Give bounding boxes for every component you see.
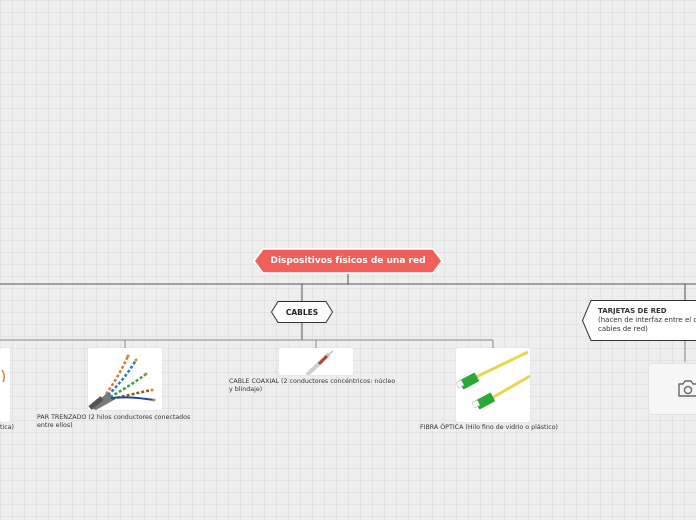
coaxial-caption: CABLE COAXIAL (2 conductores concéntrico…: [229, 378, 395, 394]
fibra-caption: FIBRA ÓPTICA (Hilo fino de vidrio o plás…: [420, 424, 558, 432]
root-node-title: Dispositivos físicos de una red: [253, 248, 443, 274]
camera-icon: [676, 379, 696, 399]
tarjetas-de-red-node[interactable]: TARJETAS DE RED (hacen de interfaz entre…: [582, 300, 696, 340]
coaxial-line2: y blindaje): [229, 386, 395, 394]
twisted-pair-image[interactable]: [88, 348, 162, 410]
cable-image-partial: [0, 348, 10, 422]
twisted-pair-cable-image: [88, 348, 162, 410]
par-trenzado-line1: PAR TRENZADO (2 hilos conductores conect…: [37, 414, 190, 422]
coaxial-cable-image: [279, 348, 353, 375]
tarjetas-node-text: TARJETAS DE RED (hacen de interfaz entre…: [598, 307, 696, 334]
par-trenzado-caption: PAR TRENZADO (2 hilos conductores conect…: [37, 414, 190, 430]
image-placeholder-card[interactable]: [648, 363, 696, 415]
tarjetas-title: TARJETAS DE RED: [598, 307, 696, 316]
par-trenzado-line2: entre ellos): [37, 422, 190, 430]
tarjetas-desc-line2: cables de red): [598, 325, 696, 334]
coaxial-line1: CABLE COAXIAL (2 conductores concéntrico…: [229, 378, 395, 386]
cables-node[interactable]: CABLES: [271, 301, 333, 323]
coaxial-image[interactable]: [279, 348, 353, 375]
tarjetas-desc-line1: (hacen de interfaz entre el o: [598, 316, 696, 325]
left-partial-caption: tica): [0, 424, 14, 432]
fiber-optic-cable-image: [456, 348, 530, 422]
fiber-optic-image[interactable]: [456, 348, 530, 422]
cables-node-label: CABLES: [271, 301, 333, 323]
root-node[interactable]: Dispositivos físicos de una red: [253, 248, 443, 274]
left-partial-image[interactable]: [0, 348, 10, 422]
